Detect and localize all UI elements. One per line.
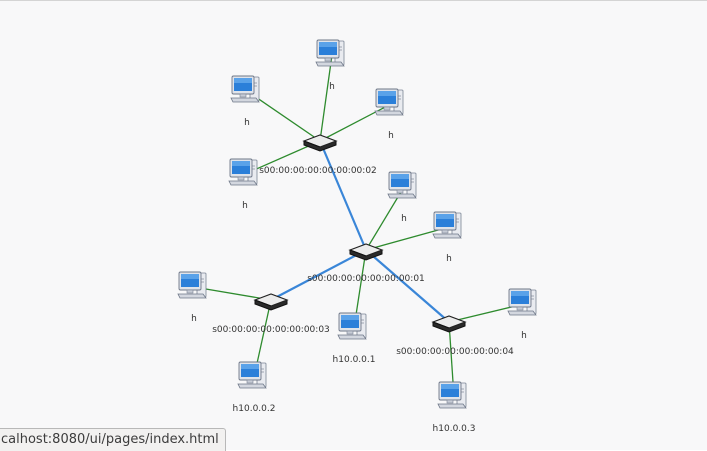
computer-host-icon — [374, 88, 404, 116]
host-label: h — [521, 331, 527, 341]
switch-label: s00:00:00:00:00:00:00:01 — [307, 274, 425, 284]
network-switch-icon — [431, 315, 467, 333]
switch-label: s00:00:00:00:00:00:00:04 — [396, 347, 514, 357]
switch-label: s00:00:00:00:00:00:00:02 — [259, 166, 377, 176]
computer-host-icon — [437, 381, 467, 409]
switch-link-s1-s3 — [270, 249, 367, 301]
computer-host-icon — [337, 312, 367, 340]
switch-label: s00:00:00:00:00:00:00:03 — [212, 325, 330, 335]
host-link-h_h — [193, 286, 272, 301]
computer-host-icon — [237, 361, 267, 389]
host-label: h — [242, 201, 248, 211]
computer-host-icon — [507, 288, 537, 316]
host-node-h_c[interactable]: h — [374, 88, 404, 141]
host-node-h_k[interactable]: h10.0.0.3 — [433, 381, 476, 434]
switch-node-s2[interactable]: s00:00:00:00:00:00:00:02 — [259, 134, 377, 176]
computer-host-icon — [177, 271, 207, 299]
host-node-h_d[interactable]: h — [228, 158, 258, 211]
network-switch-icon — [302, 134, 338, 152]
host-label: h10.0.0.2 — [233, 404, 276, 414]
switch-link-s2-s1 — [318, 140, 368, 251]
switch-node-s4[interactable]: s00:00:00:00:00:00:00:04 — [396, 315, 514, 357]
host-label: h — [401, 214, 407, 224]
switch-node-s3[interactable]: s00:00:00:00:00:00:00:03 — [212, 293, 330, 335]
host-label: h10.0.0.3 — [433, 424, 476, 434]
network-switch-icon — [348, 243, 384, 261]
host-label: h10.0.0.1 — [333, 355, 376, 365]
host-link-h_b — [319, 54, 333, 142]
host-label: h — [329, 82, 335, 92]
host-node-h_g[interactable]: h10.0.0.1 — [333, 312, 376, 365]
switch-link-s1-s4 — [365, 249, 450, 323]
switch-node-s1[interactable]: s00:00:00:00:00:00:00:01 — [307, 243, 425, 284]
host-label: h — [388, 131, 394, 141]
host-node-h_i[interactable]: h10.0.0.2 — [233, 361, 276, 414]
host-link-h_f — [365, 226, 450, 251]
host-label: h — [446, 254, 452, 264]
host-node-h_a[interactable]: h — [230, 75, 260, 128]
host-node-h_b[interactable]: h — [315, 39, 345, 92]
computer-host-icon — [315, 39, 345, 67]
host-node-h_h[interactable]: h — [177, 271, 207, 324]
host-node-h_j[interactable]: h — [507, 288, 537, 341]
host-label: h — [244, 118, 250, 128]
host-node-h_e[interactable]: h — [387, 171, 417, 224]
host-node-h_f[interactable]: h — [432, 211, 462, 264]
host-label: h — [191, 314, 197, 324]
status-bar-url: calhost:8080/ui/pages/index.html — [0, 428, 226, 451]
computer-host-icon — [432, 211, 462, 239]
computer-host-icon — [228, 158, 258, 186]
host-link-h_c — [319, 103, 392, 142]
computer-host-icon — [230, 75, 260, 103]
computer-host-icon — [387, 171, 417, 199]
network-switch-icon — [253, 293, 289, 311]
